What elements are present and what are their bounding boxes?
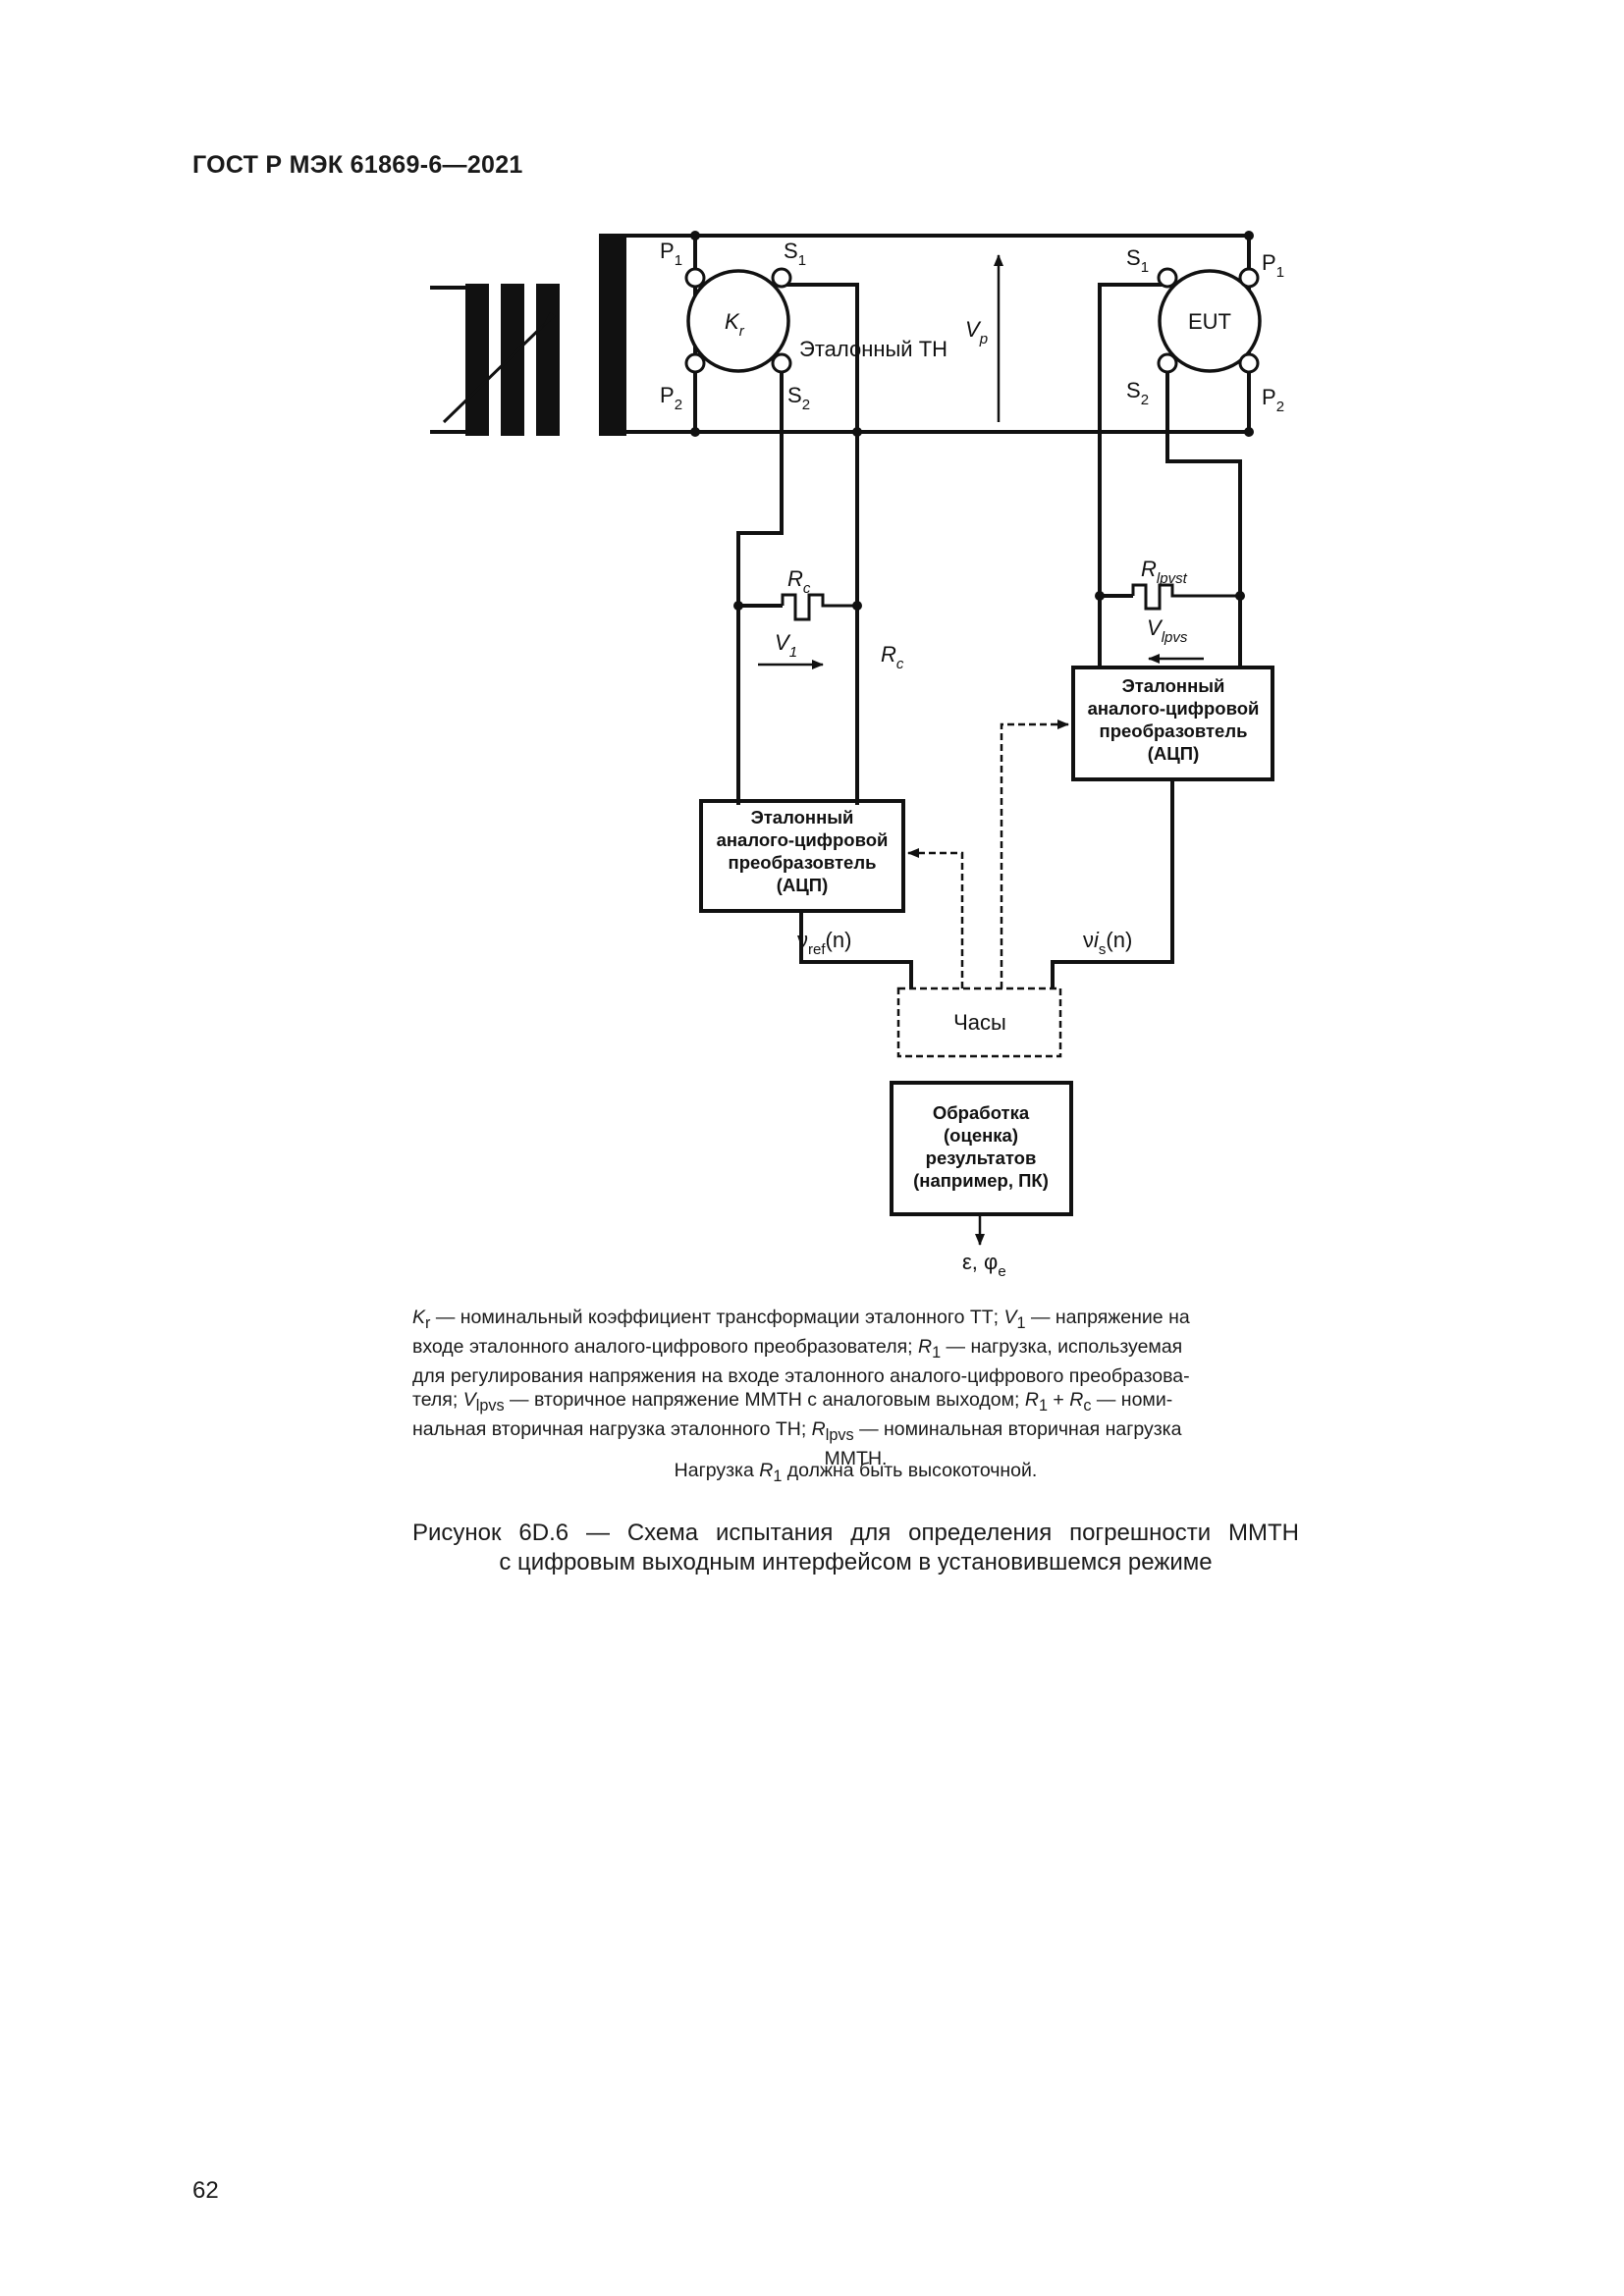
processing-line-4: (например, ПК)	[913, 1170, 1049, 1191]
label-eut: EUT	[1188, 309, 1231, 334]
terminal-s1-ref	[771, 267, 792, 289]
adc-right-line-2: аналого-цифровой	[1088, 698, 1260, 719]
adc-left-line-2: аналого-цифровой	[717, 829, 889, 850]
label-vlpvs: Vlpvs	[1147, 615, 1188, 646]
variable-source-transformer	[430, 234, 626, 436]
adc-right-line-3: преобразовтель	[1100, 721, 1248, 741]
note-line: ММТН.	[824, 1447, 888, 1469]
label-s1-eut: S1	[1126, 245, 1149, 276]
label-nu-is: νis(n)	[1083, 928, 1132, 958]
processing-line-3: результатов	[926, 1148, 1037, 1168]
label-s1-ref: S1	[784, 239, 806, 269]
page-header: ГОСТ Р МЭК 61869-6—2021	[192, 151, 523, 179]
note-line: входе эталонного аналого-цифрового преоб…	[412, 1335, 1183, 1362]
adc-right-line-1: Эталонный	[1122, 675, 1225, 696]
figure-caption: Рисунок 6D.6 — Схема испытания для опред…	[412, 1519, 1299, 1577]
clock-box	[896, 987, 1062, 1058]
label-output-error: ε, φe	[962, 1250, 1006, 1280]
page-number: 62	[192, 2177, 219, 2204]
terminal-s1-eut	[1157, 267, 1178, 289]
note-requirement: Нагрузка R1 должна быть высокоточной.	[674, 1460, 1038, 1485]
label-s2-eut: S2	[1126, 378, 1149, 408]
label-rc-resistor: Rc	[787, 566, 811, 597]
caption-line-2: с цифровым выходным интерфейсом в устано…	[499, 1549, 1213, 1575]
label-rc-side: Rc	[881, 642, 904, 672]
label-p1-ref: P1	[660, 239, 682, 269]
terminal-p1-ref	[684, 267, 706, 289]
terminal-s2-eut	[1157, 352, 1178, 374]
label-p1-eut: P1	[1262, 250, 1284, 281]
terminal-p2-ref	[684, 352, 706, 374]
label-nu-ref: νref(n)	[797, 928, 851, 958]
label-vp: Vp	[965, 317, 988, 347]
label-p2-ref: P2	[660, 383, 682, 413]
reference-vt-circle	[686, 269, 790, 373]
adc-left-line-1: Эталонный	[751, 807, 854, 828]
label-p2-eut: P2	[1262, 385, 1284, 415]
eut-circle	[1158, 269, 1262, 373]
terminal-p1-eut	[1238, 267, 1260, 289]
caption-line-1: Рисунок 6D.6 — Схема испытания для опред…	[412, 1520, 1299, 1546]
label-kr: Kr	[725, 309, 745, 340]
adc-left-line-3: преобразовтель	[729, 852, 877, 873]
figure-notes: Kr — номинальный коэффициент трансформац…	[412, 1306, 1299, 1470]
note-line: теля; Vlpvs — вторичное напряжение ММТН …	[412, 1388, 1173, 1415]
label-rlpvst: Rlpvst	[1141, 557, 1188, 587]
label-reference-vt: Эталонный ТН	[799, 337, 947, 361]
label-v1: V1	[775, 630, 797, 661]
note-line: для регулирования напряжения на входе эт…	[412, 1364, 1190, 1387]
adc-left-line-4: (АЦП)	[777, 875, 829, 895]
processing-line-1: Обработка	[933, 1102, 1030, 1123]
label-clock: Часы	[953, 1010, 1006, 1035]
processing-box	[890, 1081, 1073, 1216]
processing-line-2: (оценка)	[944, 1125, 1018, 1146]
label-s2-ref: S2	[787, 383, 810, 413]
terminal-s2-ref	[771, 352, 792, 374]
note-line: нальная вторичная нагрузка эталонного ТН…	[412, 1417, 1182, 1444]
note-line: Kr — номинальный коэффициент трансформац…	[412, 1307, 1190, 1332]
adc-right-line-4: (АЦП)	[1148, 743, 1200, 764]
terminal-p2-eut	[1238, 352, 1260, 374]
